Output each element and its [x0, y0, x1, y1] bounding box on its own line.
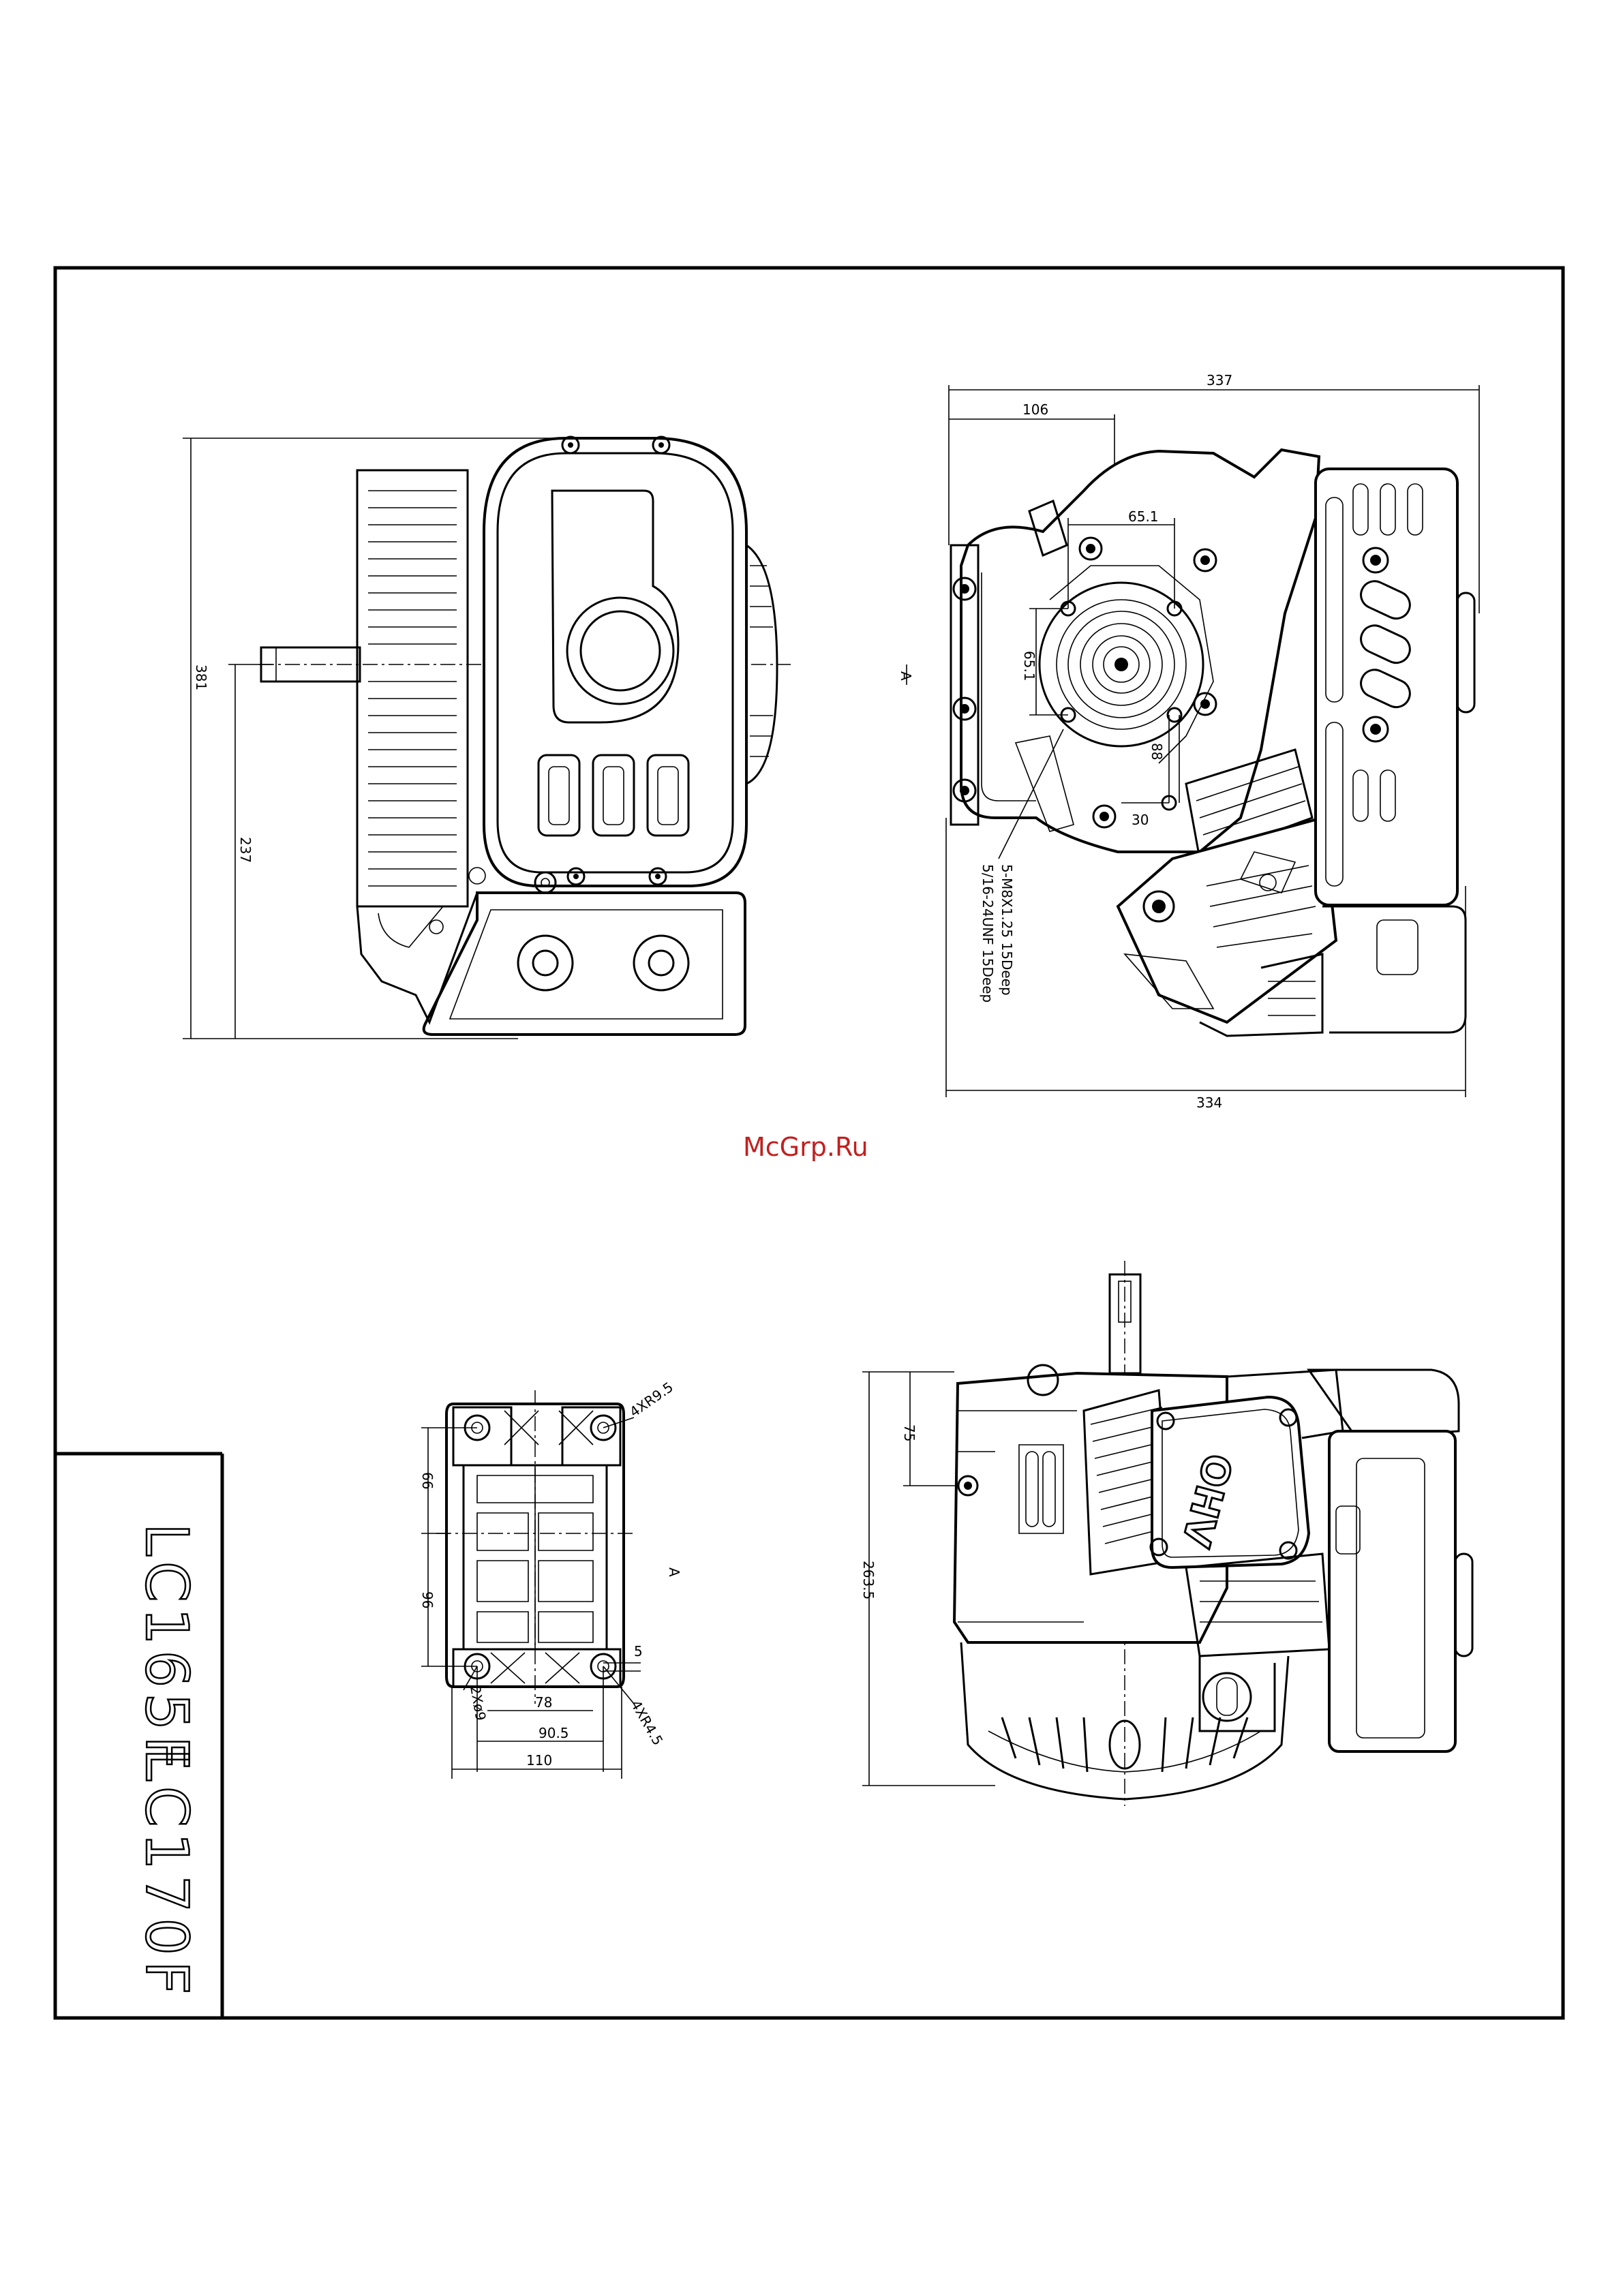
oil-sump: [424, 893, 745, 1035]
recoil-starter-side: [1322, 906, 1466, 1032]
dim-381: 381: [193, 664, 209, 690]
dim-30: 30: [1132, 812, 1149, 828]
dim-66: 66: [419, 1472, 436, 1489]
thread-note-unf: 5/16-24UNF 15Deep: [980, 864, 996, 1002]
watermark: McGrp.Ru: [743, 1132, 868, 1162]
model-label-lc165f: LC165F: [132, 1523, 200, 1775]
view-marker-a-side: A: [898, 671, 914, 681]
note-4xr9-5: 4XR9.5: [626, 1379, 676, 1420]
dim-96: 96: [419, 1591, 436, 1608]
dim-106: 106: [1022, 401, 1048, 418]
note-2x-dia-9: 2Xø9: [467, 1685, 489, 1722]
dim-65-1-vertical: 65.1: [1021, 651, 1037, 682]
note-4xr4-5: 4XR4.5: [628, 1698, 667, 1748]
base-view: 66 96 78 90.5 110 5 4XR9.5 4XR4.5 2Xø9 A: [419, 1379, 682, 1779]
dim-65-1-horizontal: 65.1: [1128, 508, 1159, 525]
dim-5: 5: [634, 1643, 643, 1659]
side-view: 337 106 334 A 65.1 65.1: [898, 372, 1479, 1111]
muffler: [1316, 469, 1457, 905]
dim-90-5: 90.5: [539, 1725, 569, 1741]
front-view: 381 237: [183, 437, 791, 1039]
dim-75: 75: [901, 1424, 917, 1441]
dim-88: 88: [1149, 743, 1165, 760]
dim-237: 237: [237, 837, 254, 863]
dim-337: 337: [1207, 372, 1232, 388]
recoil-starter-top: [1329, 1431, 1455, 1751]
dim-78: 78: [535, 1694, 552, 1711]
dim-110: 110: [526, 1752, 552, 1769]
model-label-lc170f: LC170F: [132, 1748, 200, 2000]
dim-263-5: 263.5: [860, 1561, 877, 1599]
top-view: 75 263.5 OHV: [860, 1261, 1472, 1806]
thread-note-metric: 5-M8X1.25 15Deep: [999, 864, 1015, 996]
flywheel-cover: [357, 470, 468, 906]
view-marker-a-base: A: [666, 1567, 682, 1577]
engine-cover: [484, 438, 746, 886]
dim-334: 334: [1196, 1095, 1222, 1111]
